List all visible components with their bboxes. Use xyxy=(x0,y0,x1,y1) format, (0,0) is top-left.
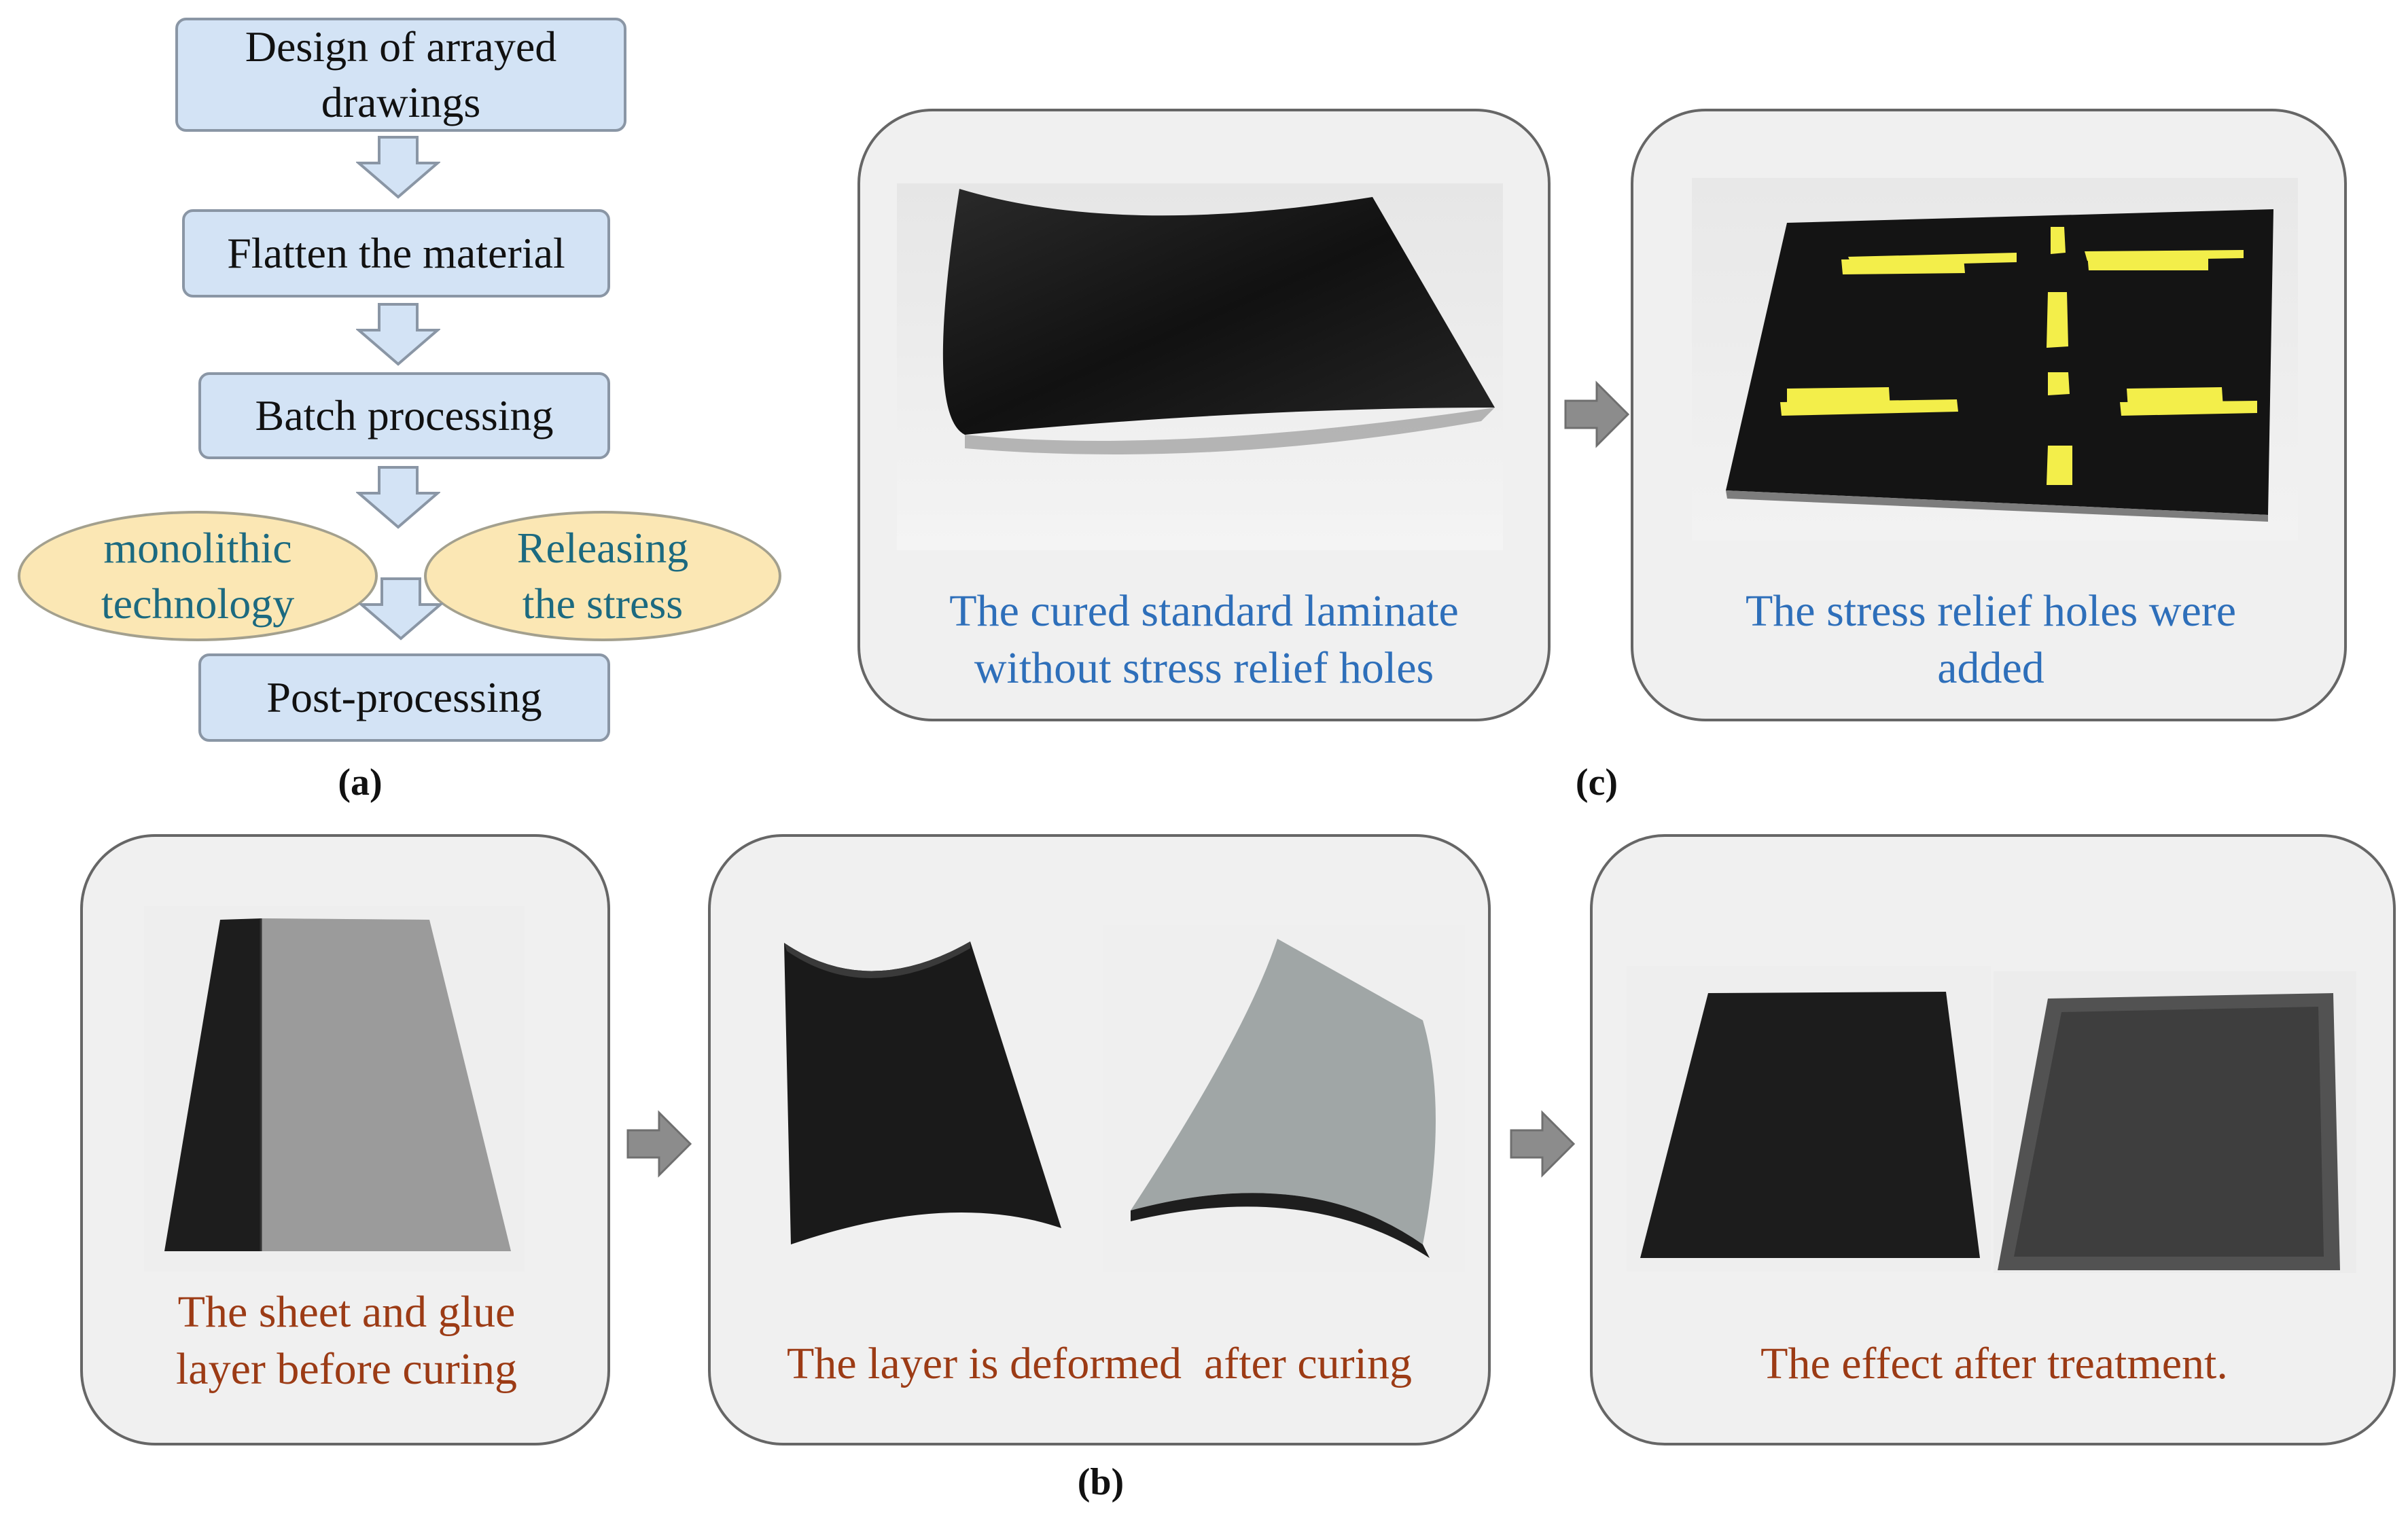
flow-step-flatten: Flatten the material xyxy=(182,209,610,298)
photo-deformed-dark-side xyxy=(746,925,1099,1272)
down-arrow-icon xyxy=(356,466,440,529)
photo-sheet-glue-layer xyxy=(144,906,525,1272)
down-arrow-icon xyxy=(356,136,440,199)
caption-stress-relief-holes: The stress relief holes were added xyxy=(1745,586,2237,693)
down-arrow-icon xyxy=(359,577,443,641)
right-arrow-icon xyxy=(1564,380,1630,448)
label-b: (b) xyxy=(1077,1461,1125,1503)
caption-after-curing: The layer is deformed after curing xyxy=(787,1339,1412,1388)
caption-cured-laminate: The cured standard laminate without stre… xyxy=(949,586,1459,693)
flow-step-post-processing: Post-processing xyxy=(198,653,610,742)
flow-step-design: Design of arrayed drawings xyxy=(175,18,626,132)
caption-after-treatment: The effect after treatment. xyxy=(1760,1339,2228,1388)
right-arrow-icon xyxy=(626,1110,692,1178)
oval-monolithic-technology: monolithic technology xyxy=(18,511,378,641)
label-c: (c) xyxy=(1575,761,1618,804)
photo-treated-glue-side xyxy=(1994,971,2356,1273)
oval-releasing-stress: Releasing the stress xyxy=(424,511,781,641)
caption-before-curing: The sheet and glue layer before curing xyxy=(175,1287,518,1394)
photo-treated-dark-side xyxy=(1627,966,1991,1272)
right-arrow-icon xyxy=(1510,1110,1576,1178)
photo-stress-relief-holes xyxy=(1692,178,2298,541)
label-a: (a) xyxy=(338,761,383,804)
down-arrow-icon xyxy=(356,303,440,366)
photo-deformed-glue-side xyxy=(1103,925,1465,1272)
flow-step-batch: Batch processing xyxy=(198,372,610,459)
photo-cured-laminate xyxy=(897,183,1503,550)
